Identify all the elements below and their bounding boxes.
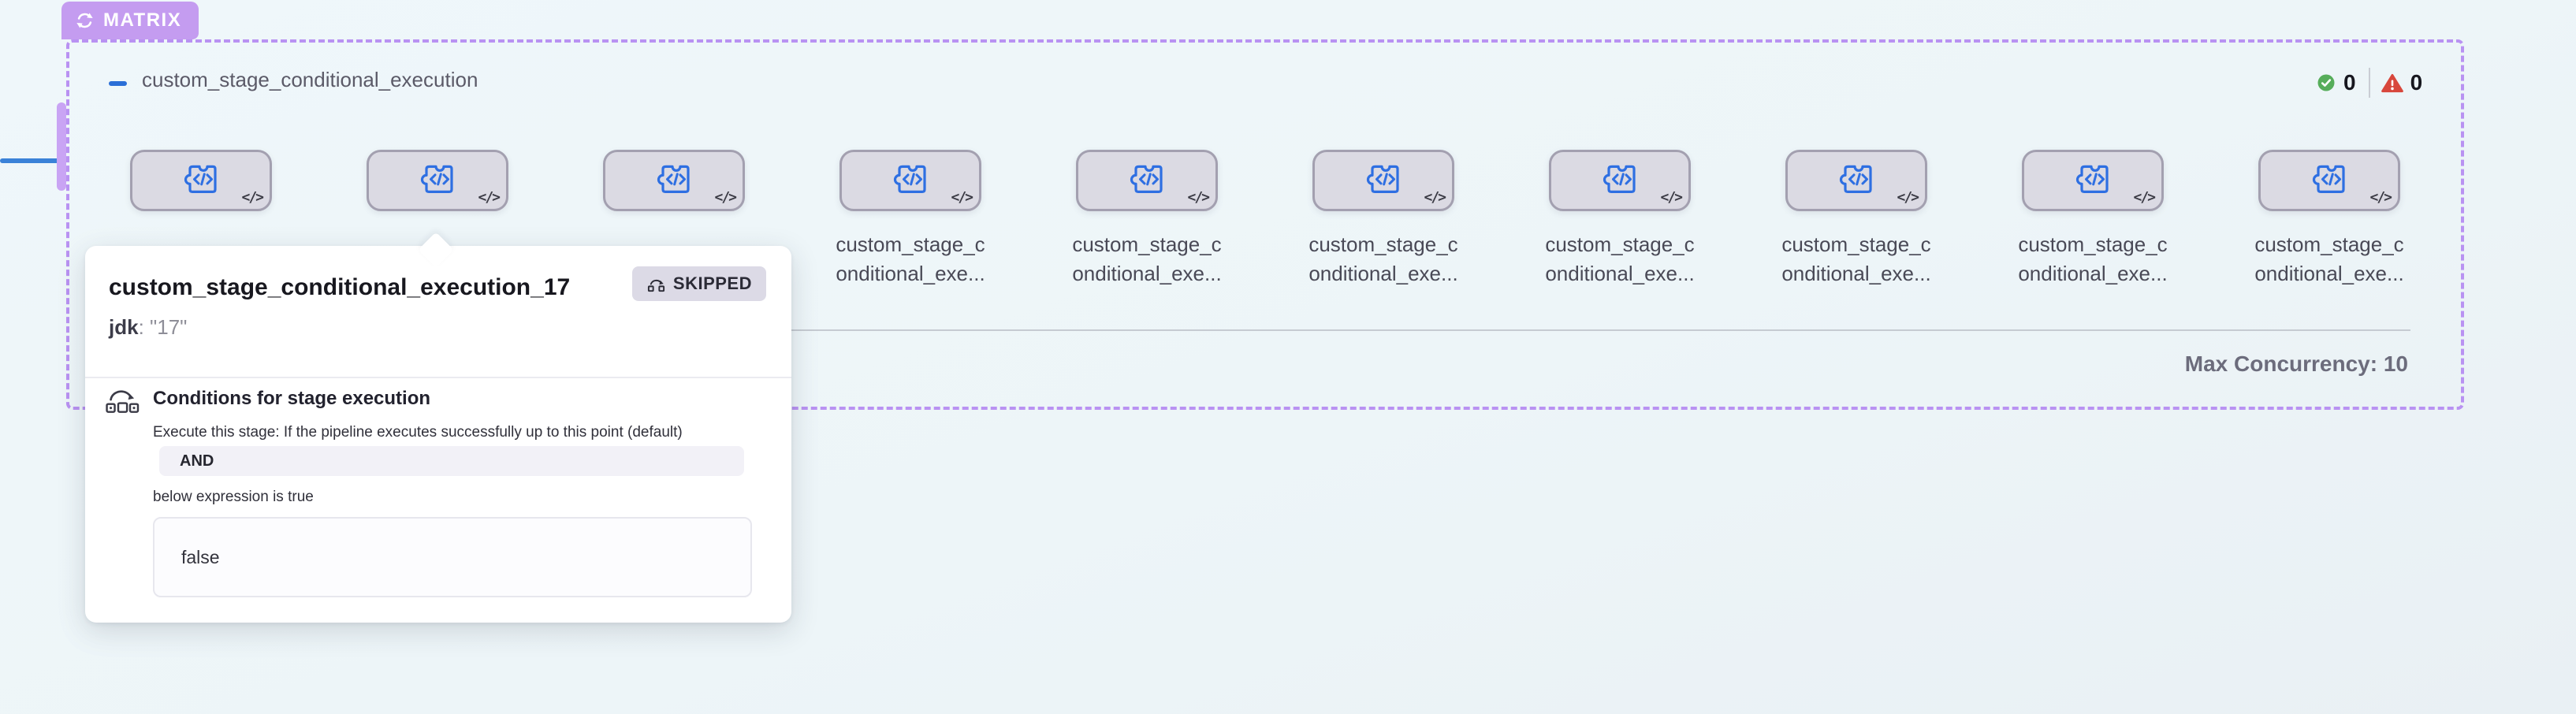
matrix-badge-label: MATRIX [103, 9, 182, 31]
status-badge: SKIPPED [631, 266, 766, 301]
default-condition-text: Execute this stage: If the pipeline exec… [153, 424, 683, 441]
matrix-container [66, 39, 2464, 410]
code-glyph: </> [478, 189, 500, 206]
success-count: 0 [2343, 70, 2356, 95]
skipped-icon [647, 279, 664, 292]
stage-details-popover: custom_stage_conditional_execution_17 SK… [85, 232, 791, 623]
code-glyph: </> [1424, 189, 1446, 206]
stage-card[interactable]: </> [839, 150, 981, 211]
matrix-left-bar [57, 102, 66, 191]
stage-card[interactable]: </> [1076, 150, 1218, 211]
custom-stage-puzzle-icon [657, 165, 690, 193]
conditional-execution-icon [106, 390, 140, 413]
success-check-icon [2317, 74, 2335, 91]
popover-divider [85, 377, 791, 378]
stage-card[interactable]: </> [603, 150, 745, 211]
code-glyph: </> [2369, 189, 2392, 206]
stage-card-label: custom_stage_c onditional_exe... [2254, 232, 2404, 285]
stage-card-label: custom_stage_c onditional_exe... [1308, 232, 1458, 285]
code-glyph: </> [241, 189, 263, 206]
stage-card-label: custom_stage_c onditional_exe... [836, 232, 985, 285]
counts-divider [2368, 68, 2370, 98]
custom-stage-puzzle-icon [184, 165, 217, 193]
custom-stage-puzzle-icon [2312, 165, 2345, 193]
custom-stage-puzzle-icon [1839, 165, 1872, 193]
conditions-heading: Conditions for stage execution [153, 388, 431, 409]
matrix-key: jdk [109, 315, 139, 339]
matrix-value: : "17" [138, 315, 188, 339]
operator-bar: AND [159, 446, 744, 476]
max-concurrency-label: Max Concurrency: 10 [2184, 351, 2408, 376]
code-glyph: </> [1660, 189, 1682, 206]
error-warning-icon [2381, 73, 2403, 92]
code-glyph: </> [714, 189, 736, 206]
custom-stage-puzzle-icon [893, 165, 926, 193]
stage-card-label: custom_stage_c onditional_exe... [1781, 232, 1931, 285]
popover-stage-title: custom_stage_conditional_execution_17 [109, 274, 571, 300]
stage-card[interactable]: </> [130, 150, 272, 211]
code-glyph: </> [1187, 189, 1209, 206]
code-glyph: </> [1897, 189, 1919, 206]
error-count: 0 [2410, 70, 2423, 95]
stage-card[interactable]: </> [1785, 150, 1927, 211]
stage-card[interactable]: </> [367, 150, 508, 211]
matrix-badge: MATRIX [61, 2, 199, 39]
custom-stage-puzzle-icon [420, 165, 453, 193]
code-glyph: </> [951, 189, 973, 206]
custom-stage-puzzle-icon [1603, 165, 1636, 193]
stage-card[interactable]: </> [1549, 150, 1691, 211]
code-glyph: </> [2133, 189, 2155, 206]
stage-card[interactable]: </> [2258, 150, 2400, 211]
collapse-group-button[interactable] [109, 81, 127, 86]
matrix-values-row: jdk: "17" [109, 315, 187, 340]
stage-card-label: custom_stage_c onditional_exe... [2018, 232, 2168, 285]
custom-stage-puzzle-icon [2075, 165, 2109, 193]
custom-stage-puzzle-icon [1366, 165, 1399, 193]
stage-group-title: custom_stage_conditional_execution [142, 68, 478, 91]
stage-card[interactable]: </> [2022, 150, 2164, 211]
max-concurrency-divider [788, 329, 2410, 331]
custom-stage-puzzle-icon [1130, 165, 1163, 193]
stage-card[interactable]: </> [1312, 150, 1454, 211]
expression-hint-text: below expression is true [153, 489, 314, 505]
expression-value-box: false [153, 517, 752, 597]
status-badge-label: SKIPPED [672, 273, 752, 293]
pipeline-edge-line [0, 158, 63, 163]
stage-card-label: custom_stage_c onditional_exe... [1072, 232, 1222, 285]
stage-card-label: custom_stage_c onditional_exe... [1545, 232, 1695, 285]
loop-icon [76, 13, 93, 28]
status-counts: 0 0 [2317, 66, 2422, 99]
